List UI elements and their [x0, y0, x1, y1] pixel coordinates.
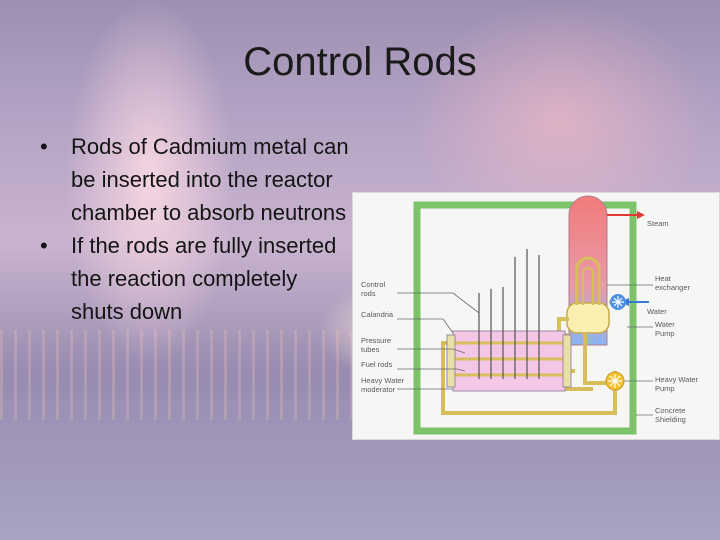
label-pressure-tubes-line1: Pressure [361, 336, 391, 345]
label-pointers-left [397, 292, 480, 390]
label-pointers-right [607, 284, 653, 416]
label-concrete-line2: Shielding [655, 415, 686, 424]
calandria [446, 330, 572, 392]
label-water-pump-line2: Pump [655, 329, 675, 338]
reactor-diagram-svg: Steam Heat exchanger Water Water Pump He… [361, 195, 699, 435]
bullet-item: • Rods of Cadmium metal can be inserted … [40, 130, 350, 229]
steam-arrowhead [637, 211, 645, 219]
label-water-pump-line1: Water [655, 320, 675, 329]
bullet-item: • If the rods are fully inserted the rea… [40, 229, 350, 328]
bullet-list: • Rods of Cadmium metal can be inserted … [40, 130, 350, 328]
label-heavy-water-pump-line2: Pump [655, 384, 675, 393]
label-heat-exchanger-line2: exchanger [655, 283, 691, 292]
label-fuel-rods: Fuel rods [361, 360, 393, 369]
label-steam: Steam [647, 219, 669, 228]
bullet-text: If the rods are fully inserted the react… [71, 233, 337, 324]
label-heavy-water-pump-line1: Heavy Water [655, 375, 699, 384]
label-heat-exchanger-line1: Heat [655, 274, 672, 283]
reactor-diagram: Steam Heat exchanger Water Water Pump He… [352, 192, 720, 440]
bullet-marker: • [40, 233, 48, 258]
label-concrete-line1: Concrete [655, 406, 685, 415]
heat-exchanger [566, 195, 610, 346]
bullet-marker: • [40, 134, 48, 159]
label-control-rods-line1: Control [361, 280, 386, 289]
label-moderator-line2: moderator [361, 385, 396, 394]
label-pressure-tubes-line2: tubes [361, 345, 380, 354]
bullet-text: Rods of Cadmium metal can be inserted in… [71, 134, 349, 225]
label-calandria: Calandria [361, 310, 394, 319]
label-control-rods-line2: rods [361, 289, 376, 298]
label-water: Water [647, 307, 667, 316]
concrete-shielding [413, 201, 637, 435]
heavy-water-pump [605, 371, 625, 391]
water-pump [609, 294, 626, 310]
label-moderator-line1: Heavy Water [361, 376, 405, 385]
slide-title: Control Rods [243, 40, 477, 84]
control-rods [478, 249, 540, 379]
